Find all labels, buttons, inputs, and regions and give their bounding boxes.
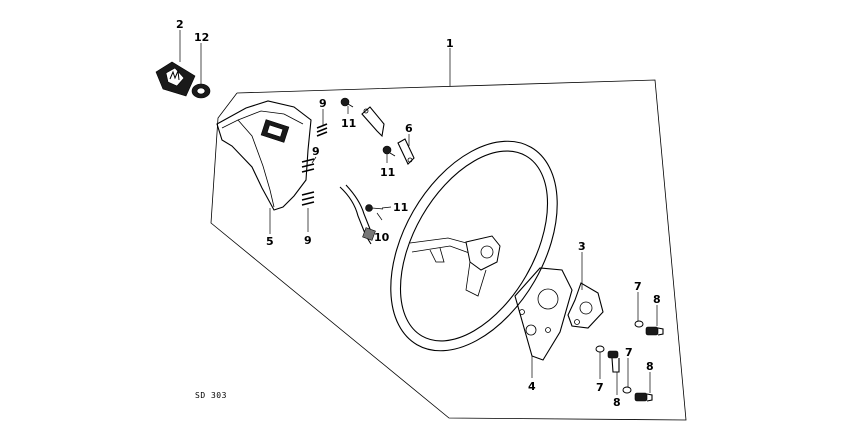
steering-wheel-part <box>390 140 573 361</box>
spring-part-upper <box>316 123 328 137</box>
part-label-2: 2 <box>176 18 184 31</box>
washer-part-lower <box>622 386 632 394</box>
screw-part-middle <box>382 145 396 157</box>
part-label-1: 1 <box>446 37 454 50</box>
steering-pad-part <box>216 100 312 211</box>
part-label-9-lower: 9 <box>304 234 312 247</box>
drawing-code: SD 303 <box>195 391 227 400</box>
part-label-10: 10 <box>374 231 390 244</box>
mounting-bracket-part <box>567 282 604 329</box>
spring-part-middle <box>301 158 315 173</box>
part-label-6: 6 <box>405 122 413 135</box>
part-label-9-middle: 9 <box>312 145 320 158</box>
washer-part-left <box>595 345 605 353</box>
spring-part-lower <box>301 191 315 206</box>
part-label-7-left: 7 <box>596 381 604 394</box>
screw-part-upper <box>340 97 354 108</box>
part-label-8-lower: 8 <box>613 396 621 409</box>
screw-part-lower <box>365 204 384 212</box>
part-label-12: 12 <box>194 31 209 44</box>
part-label-8-right: 8 <box>653 293 661 306</box>
horn-emblem-part <box>155 61 196 97</box>
part-label-7-middle: 7 <box>625 346 633 359</box>
bolt-part-lower <box>634 392 653 402</box>
part-label-8-lower-right: 8 <box>646 360 654 373</box>
part-label-11-upper: 11 <box>341 117 356 130</box>
part-label-7-right: 7 <box>634 280 642 293</box>
part-label-4: 4 <box>528 380 536 393</box>
leader-lines <box>179 30 658 395</box>
part-label-11-lower: 11 <box>393 201 408 214</box>
assembly-boundary <box>210 79 687 421</box>
part-label-11-middle: 11 <box>380 166 395 179</box>
washer-part-right <box>634 320 644 328</box>
contact-plate-part <box>361 106 415 165</box>
part-label-5: 5 <box>266 235 274 248</box>
bolt-part-middle <box>607 350 620 373</box>
part-label-9-upper: 9 <box>319 97 327 110</box>
part-label-3: 3 <box>578 240 586 253</box>
nut-part <box>191 83 211 99</box>
bolt-part-right <box>645 326 664 336</box>
horn-contact-lead-part <box>339 184 376 245</box>
